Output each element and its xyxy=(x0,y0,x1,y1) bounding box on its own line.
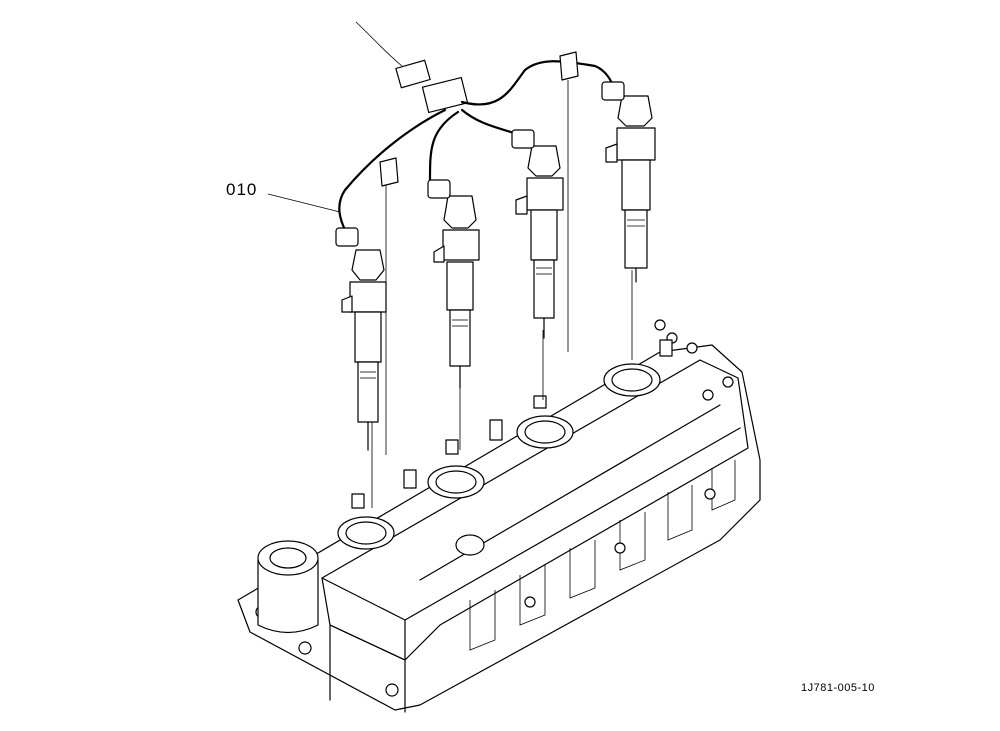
cylinder-head-cover xyxy=(237,319,761,713)
injector-wire-harness xyxy=(335,21,625,247)
injector-4 xyxy=(605,95,656,283)
injector-2 xyxy=(433,195,480,389)
callout-label-harness: 010 xyxy=(226,180,258,199)
injector-1 xyxy=(341,249,387,451)
figure-code: 1J781-005-10 xyxy=(801,682,875,694)
injector-3 xyxy=(515,145,564,339)
